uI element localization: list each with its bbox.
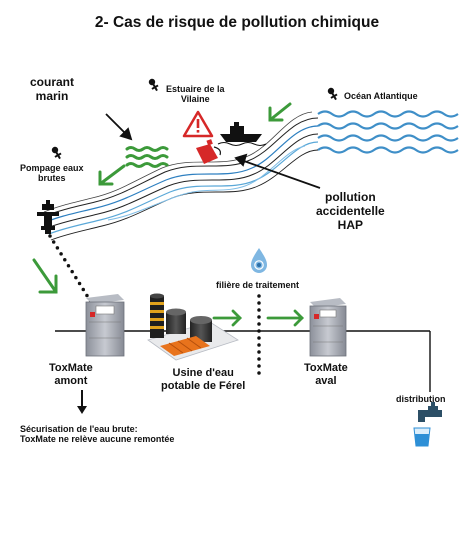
label-courant-marin: courant marin <box>30 75 75 103</box>
current-waves <box>125 146 169 168</box>
label-ocean: Océan Atlantique <box>344 91 418 101</box>
arrow-down-amont <box>77 390 87 414</box>
pump-tap-icon <box>37 200 59 234</box>
toxmate-amont-device <box>85 294 125 357</box>
water-glass-icon <box>413 427 431 447</box>
dotted-intake-pipe <box>48 234 98 312</box>
label-toxmate-amont: ToxMate amont <box>49 362 93 387</box>
pin-icon-pompage <box>51 146 62 160</box>
green-arrow-down <box>32 258 58 294</box>
green-arrow-treatment-out <box>266 309 304 327</box>
boat-icon <box>217 122 267 146</box>
water-treatment-plant <box>147 293 239 361</box>
label-distribution: distribution <box>396 394 446 404</box>
label-toxmate-aval: ToxMate aval <box>304 362 348 387</box>
warning-icon <box>182 110 214 138</box>
pin-icon-ocean <box>327 87 338 101</box>
faucet-icon <box>418 402 442 422</box>
water-drop-icon <box>251 248 267 273</box>
label-estuaire: Estuaire de la Vilaine <box>166 84 225 105</box>
page-title: 2- Cas de risque de pollution chimique <box>94 14 380 31</box>
ocean-waves <box>317 110 459 154</box>
estuary-river <box>43 111 319 241</box>
toxmate-aval-device <box>309 298 347 357</box>
label-securisation: Sécurisation de l'eau brute: ToxMate ne … <box>20 424 175 445</box>
green-arrow-plant-out <box>212 309 242 327</box>
label-pompage: Pompage eaux brutes <box>20 163 84 184</box>
label-pollution: pollution accidentelle HAP <box>316 190 385 232</box>
green-arrow-ocean <box>268 102 292 122</box>
label-filiere: filière de traitement <box>216 280 300 290</box>
green-arrow-pompage <box>98 164 126 186</box>
arrow-courant <box>105 113 133 141</box>
arrow-pollution <box>234 153 321 189</box>
label-usine: Usine d'eau potable de Férel <box>161 367 246 392</box>
chemical-canister-icon <box>196 139 221 164</box>
pin-icon-estuaire <box>148 78 159 92</box>
